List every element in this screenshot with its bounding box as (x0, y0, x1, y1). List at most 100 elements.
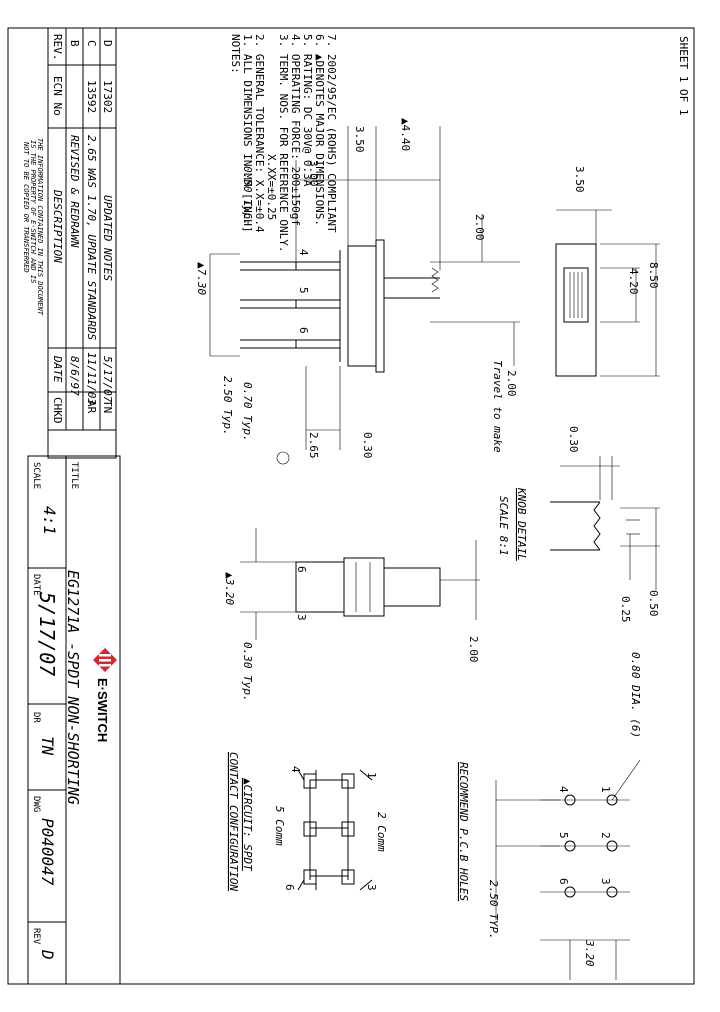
pin-label: 3 (295, 614, 308, 621)
note-line: 3. TERM. NOS. FOR REFERENCE ONLY. (277, 34, 290, 253)
circuit-label: 5 Comm (273, 806, 286, 846)
knob-detail: 0.30 0.50 0.25 KNOB DETAIL SCALE 8:1 (497, 426, 660, 623)
rev-row-rev: D (101, 40, 114, 47)
rev-row-chkd: AR (85, 400, 98, 414)
notes-heading: NOTES: (229, 34, 242, 74)
dim-label: 4.20 (627, 268, 640, 295)
rev-row-rev: C (85, 40, 98, 47)
note-line: 1. ALL DIMENSIONS IN MM [INCH] (241, 34, 254, 233)
dwg-label: DWG (31, 796, 41, 812)
dim-label: 3.00 (307, 160, 320, 187)
dim-label: 0.80 DIA. (6) (629, 652, 642, 738)
date-value: 5/17/07 (35, 592, 59, 676)
rev-row-date: 8/6/97 (68, 356, 81, 396)
pin-label: 4 (297, 249, 310, 256)
front-view: 6 3 ▲3.20 0.30 Typ. 2.00 (223, 528, 480, 702)
rev-row-date: 11/11/03 (85, 352, 98, 405)
note-line: 4. OPERATING FORCE: 200±150gf (289, 34, 302, 226)
pcb-holes: 1 2 3 4 5 6 0.80 DIA. (6) 2.50 TYP. 3.20… (457, 652, 642, 980)
rev-header-rev: REV. (51, 34, 64, 61)
circuit-subtitle: CONTACT CONFIGURATION (227, 752, 240, 891)
note-line: X.XX=±0.25 (265, 154, 278, 220)
scale-label: SCALE (31, 462, 41, 489)
rev-header-chkd: CHKD (51, 397, 64, 424)
rev-row-date: 5/17/07 (101, 356, 114, 403)
dim-label: 3.50 (573, 166, 586, 193)
rev-row-chkd: TN (101, 400, 114, 413)
e-switch-logo: E·SWITCH (93, 648, 117, 742)
rev-row-ecn: 17302 (101, 80, 114, 113)
circuit-label: 1 (365, 772, 378, 779)
dim-label: 8.50 (647, 262, 660, 289)
date-label: DATE (31, 574, 41, 596)
scale-value: 4:1 (40, 506, 59, 535)
dim-label: 0.50 Typ. (241, 166, 254, 226)
disclaimer: THE INFORMATION CONTAINED IN THIS DOCUME… (22, 138, 44, 316)
note-line: 6. ▲DENOTES MAJOR DIMENSIONS. (313, 34, 326, 226)
dim-label: 2.00 (467, 636, 480, 663)
top-view: 3.50 8.50 4.20 (555, 166, 660, 377)
rev-row-ecn: 13592 (85, 80, 98, 113)
hole-label: 1 (599, 786, 612, 793)
disclaimer-line: NOT TO BE COPIED OR TRANSFERRED (22, 141, 30, 273)
dim-label: 3.50 (353, 126, 366, 153)
dim-label: 2.50 Typ. (221, 376, 234, 436)
revision-table: REV. ECN No DESCRIPTION DATE CHKD B REVI… (22, 27, 117, 459)
rev-row-description: REVISED & REDRAWN (68, 135, 81, 248)
title-label: TITLE (69, 462, 79, 489)
dim-label: 3.20 (583, 939, 596, 967)
dim-label: 0.70 Typ. (241, 382, 254, 442)
logo-text: E·SWITCH (95, 678, 110, 742)
dim-label: 2.50 TYP. (487, 880, 500, 940)
dim-label: Travel to make (491, 360, 504, 453)
symbol-icon (276, 451, 290, 465)
pin-label: 6 (295, 566, 308, 573)
dr-value: TN (38, 736, 57, 756)
dim-label: ▲3.20 (223, 572, 236, 605)
rev-row-description: 2.65 WAS 1.70, UPDATE STANDARDS (85, 135, 98, 341)
title-block: SCALE 4:1 DATE 5/17/07 DR TN DWG P040047… (27, 455, 121, 985)
rev-header-date: DATE (51, 355, 64, 383)
side-view: 4 5 6 ▲4.40 3.50 3.00 0.50 Typ. ▲7.30 2.… (195, 118, 520, 465)
dim-label: ▲4.40 (399, 118, 412, 151)
circuit-diagram: 1 2 Comm 3 4 5 Comm 6 ▲CIRCUIT: SPDT CON… (227, 752, 388, 891)
note-line: 7. 2002/95/EC (ROHS) COMPLIANT (325, 34, 338, 233)
dim-label: 2.00 (473, 214, 486, 241)
dim-label: 2.65 (307, 432, 320, 459)
hole-label: 2 (599, 832, 612, 839)
knob-detail-title: KNOB DETAIL (515, 487, 528, 561)
circuit-title: ▲CIRCUIT: SPDT (241, 778, 254, 872)
rev-label: REV (31, 928, 41, 945)
rev-row-description: UPDATED NOTES (101, 195, 114, 281)
dim-label: 0.50 (647, 590, 660, 617)
hole-label: 3 (599, 878, 612, 885)
circuit-label: 3 (365, 884, 378, 891)
dwg-value: P040047 (38, 818, 57, 886)
hole-label: 5 (557, 832, 570, 839)
hole-label: 6 (557, 878, 570, 885)
sheet-label: SHEET 1 OF 1 (677, 36, 690, 115)
pin-label: 5 (297, 287, 310, 294)
dim-label: 0.25 (619, 596, 632, 623)
drawing-title: EG1271A -SPDT NON-SHORTING (64, 570, 82, 805)
dim-label: 0.30 Typ. (241, 642, 254, 702)
circuit-label: 2 Comm (375, 812, 388, 852)
rev-header-description: DESCRIPTION (51, 189, 64, 263)
dim-label: 2.00 (505, 370, 518, 397)
dr-label: DR (31, 712, 41, 723)
rev-value: D (38, 949, 57, 960)
dim-label: 0.30 (567, 426, 580, 453)
note-line: 5. RATING: DC 30V@ 0.3A (301, 34, 314, 187)
dim-label: 0.30 (361, 432, 374, 459)
knob-detail-scale: SCALE 8:1 (497, 496, 510, 556)
dim-label: ▲7.30 (195, 262, 208, 295)
circuit-label: 4 (289, 766, 302, 773)
sheet-border (7, 27, 695, 985)
circuit-label: 6 (283, 884, 296, 891)
rev-header-ecn: ECN No (51, 76, 64, 116)
note-line: 2. GENERAL TOLERANCE: X.X=±0.4 (253, 34, 266, 233)
hole-label: 4 (557, 786, 570, 793)
notes-block: NOTES: 1. ALL DIMENSIONS IN MM [INCH] 2.… (229, 34, 338, 253)
pin-label: 6 (297, 327, 310, 334)
